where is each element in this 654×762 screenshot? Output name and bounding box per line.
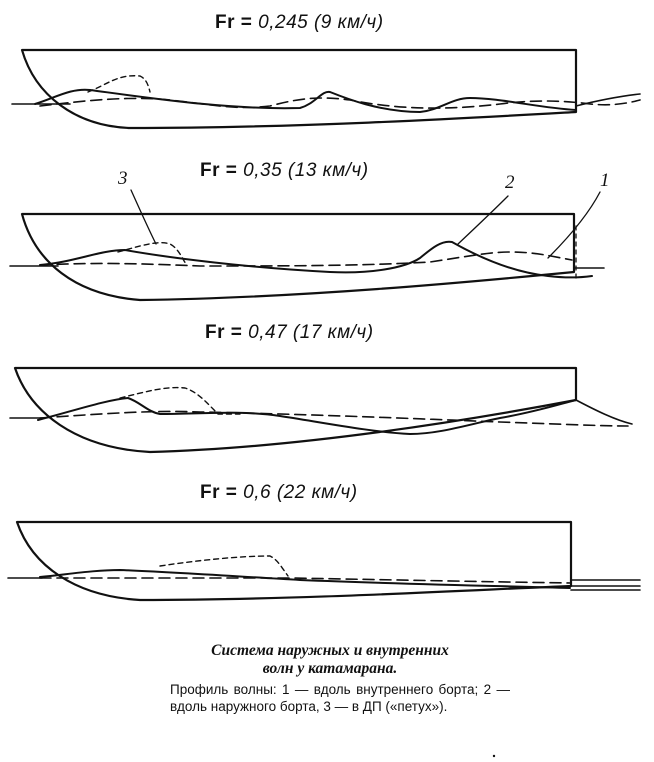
panel-2-fr-prefix: Fr = <box>200 160 238 181</box>
leader-1 <box>547 191 601 259</box>
hull-3 <box>13 366 578 454</box>
panel-2-title: Fr = 0,35 (13 км/ч) <box>200 160 369 182</box>
caption-title-line-2: волн у катамарана. <box>262 660 398 677</box>
panel-1-fr-prefix: Fr = <box>215 12 253 33</box>
waterline-2 <box>9 265 605 269</box>
center-wave-4 <box>159 555 289 577</box>
caption-dot <box>492 754 496 758</box>
outer-wave-1 <box>34 88 577 113</box>
outer-wave-2 <box>39 240 593 279</box>
panel-2-fr-value: 0,35 <box>243 160 283 181</box>
waterline-4 <box>7 577 641 591</box>
hull-1 <box>20 48 578 130</box>
inner-wave-1 <box>39 97 641 109</box>
panel-4-title: Fr = 0,6 (22 км/ч) <box>200 482 358 504</box>
panel-2-speed: (13 км/ч) <box>287 160 369 181</box>
panel-1-title: Fr = 0,245 (9 км/ч) <box>215 12 384 34</box>
inner-wave-4 <box>39 577 572 584</box>
callout-1: 1 <box>600 170 610 191</box>
panel-1-speed: (9 км/ч) <box>313 12 384 33</box>
center-wave-2 <box>117 242 187 265</box>
waterline-3 <box>9 399 633 425</box>
panel-1-fr-value: 0,245 <box>258 12 309 33</box>
panel-3-fr-prefix: Fr = <box>205 322 243 343</box>
panel-4-fr-value: 0,6 <box>243 482 272 503</box>
leader-2 <box>457 195 509 245</box>
callout-2: 2 <box>505 172 515 193</box>
center-wave-1 <box>87 75 151 93</box>
center-wave-3 <box>119 386 241 415</box>
panel-3-title: Fr = 0,47 (17 км/ч) <box>205 322 374 344</box>
leader-3 <box>130 189 157 245</box>
panel-4-drawing <box>7 520 641 602</box>
panel-4-fr-prefix: Fr = <box>200 482 238 503</box>
hull-4 <box>15 520 573 602</box>
outer-wave-4 <box>39 569 571 589</box>
caption-body: Профиль волны: 1 — вдоль внутреннего бор… <box>170 682 510 714</box>
outer-wave-3 <box>37 397 577 435</box>
panel-2-drawing <box>9 189 605 302</box>
callout-3: 3 <box>118 168 128 189</box>
panel-3-drawing <box>9 366 633 454</box>
caption-title-line-1: Система наружных и внутренних <box>211 642 449 659</box>
panel-3-fr-value: 0,47 <box>248 322 288 343</box>
panel-1-drawing <box>11 48 641 130</box>
waterline-1 <box>11 93 641 107</box>
figure-caption: Система наружных и внутренних волн у кат… <box>150 642 510 715</box>
panel-4-speed: (22 км/ч) <box>276 482 358 503</box>
inner-wave-2 <box>39 251 573 267</box>
hull-2 <box>20 212 576 302</box>
panel-3-speed: (17 км/ч) <box>292 322 374 343</box>
inner-wave-3 <box>39 410 629 427</box>
